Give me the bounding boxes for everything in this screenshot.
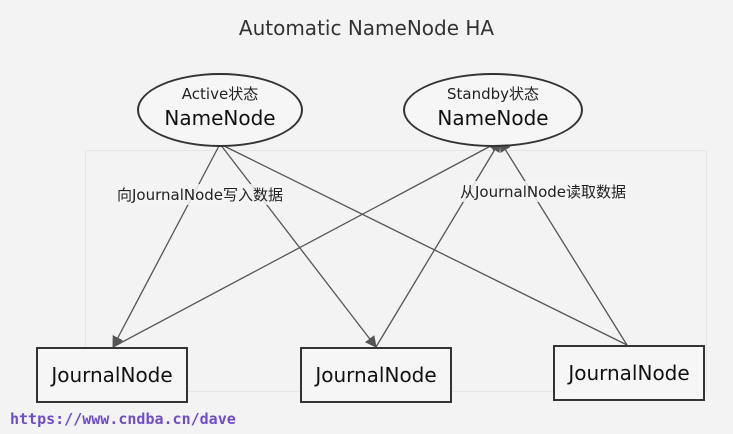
edge-label-write: 向JournalNode写入数据 [117, 184, 284, 205]
edge-journal-1-to-standby [112, 140, 502, 348]
standby-namenode: Standby状态 NameNode [403, 73, 583, 147]
edge-active-to-journal-1 [112, 143, 221, 349]
edge-label-read: 从JournalNode读取数据 [460, 181, 627, 202]
diagram-title: Automatic NameNode HA [238, 16, 495, 40]
active-namenode-state: Active状态 [181, 85, 259, 103]
active-namenode-name: NameNode [164, 106, 276, 130]
edge-active-to-journal-2 [219, 143, 377, 348]
edge-active-to-journal-3 [219, 143, 628, 346]
journal-node-1: JournalNode [36, 347, 188, 403]
edge-journal-3-to-standby [499, 140, 628, 346]
journal-node-2: JournalNode [300, 347, 452, 403]
edge-journal-2-to-standby [375, 139, 501, 348]
active-namenode: Active状态 NameNode [137, 73, 303, 147]
journal-node-3: JournalNode [553, 345, 705, 401]
watermark-url: https://www.cndba.cn/dave [10, 410, 236, 428]
standby-namenode-name: NameNode [437, 106, 549, 130]
standby-namenode-state: Standby状态 [446, 85, 540, 103]
